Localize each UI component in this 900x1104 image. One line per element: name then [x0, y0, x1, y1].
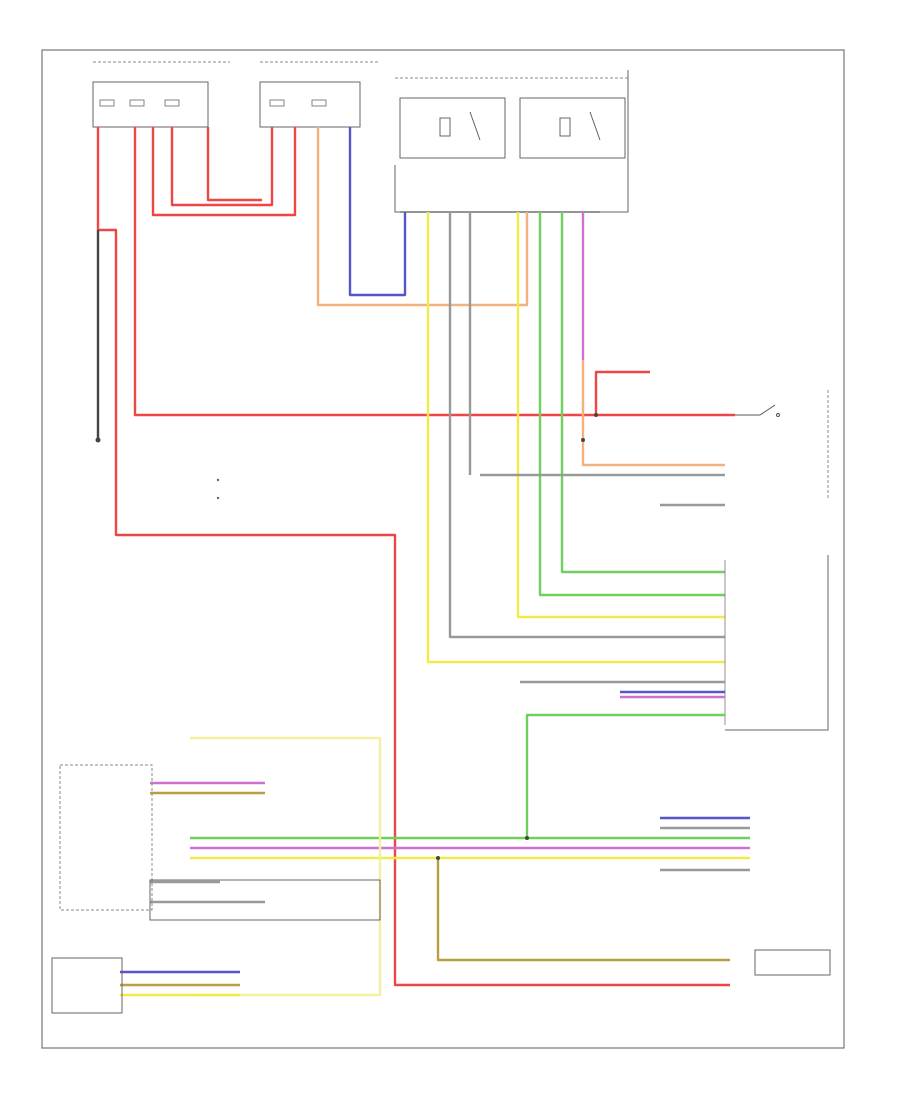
ground-point — [95, 437, 101, 443]
red-wire-loop-mid — [170, 127, 274, 207]
blue-wire-loop — [348, 127, 407, 297]
orange-wire-loop — [316, 127, 529, 307]
red-wire-horizontal — [133, 127, 735, 417]
green-wire-1 — [538, 212, 725, 597]
fuse-symbols-center — [269, 99, 327, 107]
fuse-box-center — [259, 81, 361, 128]
splice-points — [436, 413, 598, 860]
red-wire-loop-outer — [151, 127, 297, 217]
yellow-brown-wire — [436, 858, 730, 962]
red-wire-main — [96, 127, 730, 987]
red-wire-branch — [594, 370, 650, 415]
control-module-left — [59, 764, 153, 911]
green-wire-vertical — [525, 713, 725, 838]
relay-symbols — [439, 111, 601, 141]
orange-wire-right — [581, 360, 725, 467]
right-module-box — [725, 555, 829, 731]
diagram-frame — [41, 49, 845, 1049]
yellow-wire-1 — [426, 212, 725, 664]
start-stop-box-right — [754, 949, 831, 976]
light-yellow-wire-loop — [190, 736, 382, 997]
fuse-symbols-left — [99, 99, 180, 107]
fuse-box-left — [92, 81, 209, 128]
switch-module-left — [149, 879, 381, 921]
green-wire-2 — [560, 212, 725, 574]
legend — [216, 478, 220, 500]
module-outline-top — [394, 70, 629, 213]
switch-symbol — [735, 404, 780, 417]
gray-wire-2 — [448, 212, 725, 639]
relay-box-1 — [399, 97, 506, 159]
red-wire-loop-inner — [206, 127, 262, 202]
relay-box-2 — [519, 97, 626, 159]
start-control-module — [51, 957, 123, 1014]
yellow-wire-2 — [516, 212, 725, 619]
